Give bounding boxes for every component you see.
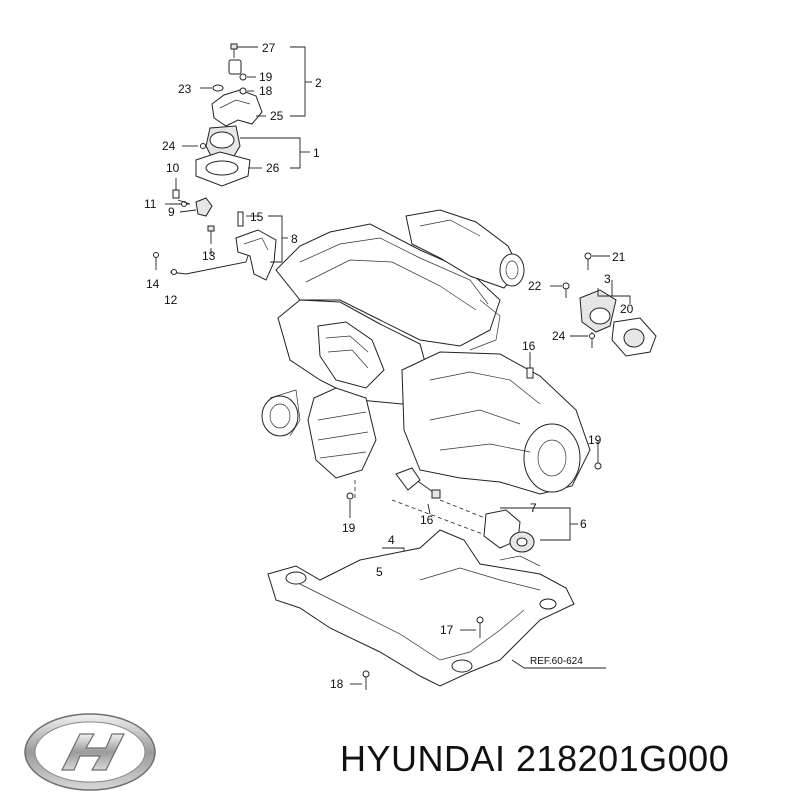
callout-20: 20 — [620, 302, 634, 316]
reference-label: REF.60-624 — [530, 656, 583, 667]
left-mount-assembly — [153, 178, 288, 281]
callout-24-top: 24 — [162, 139, 176, 153]
callout-22: 22 — [528, 279, 542, 293]
callout-18-bottom: 18 — [330, 677, 344, 691]
engine-block — [261, 209, 591, 495]
callout-1: 1 — [313, 146, 320, 160]
upper-mount-assembly — [182, 43, 312, 187]
callout-19-top: 19 — [259, 70, 273, 84]
part-number-caption: HYUNDAI 218201G000 — [340, 738, 730, 779]
callout-23: 23 — [178, 82, 192, 96]
callout-11: 11 — [144, 197, 157, 211]
washer-23 — [212, 84, 224, 92]
callout-7: 7 — [530, 501, 537, 515]
cap-part — [228, 59, 242, 75]
subframe — [267, 529, 606, 690]
callout-labels: 27 2 23 19 18 25 24 1 26 10 11 9 15 8 13… — [144, 41, 634, 691]
callout-9: 9 — [168, 205, 175, 219]
callout-5: 5 — [376, 565, 383, 579]
callout-13: 13 — [202, 249, 216, 263]
callout-8: 8 — [291, 232, 298, 246]
bracket-25 — [211, 89, 263, 127]
callout-16-bottom: 16 — [420, 513, 434, 527]
bracket-9 — [195, 197, 213, 217]
callout-25: 25 — [270, 109, 284, 123]
callout-3: 3 — [604, 272, 611, 286]
bracket-8 — [235, 229, 277, 281]
callout-18-top: 18 — [259, 84, 273, 98]
callout-17: 17 — [440, 623, 454, 637]
callout-12: 12 — [164, 293, 178, 307]
right-mount-assembly — [550, 252, 657, 357]
hyundai-logo — [24, 713, 156, 791]
callout-2: 2 — [315, 76, 322, 90]
callout-6: 6 — [580, 517, 587, 531]
callout-10: 10 — [166, 161, 180, 175]
callout-14: 14 — [146, 277, 160, 291]
callout-19-bottom: 19 — [342, 521, 356, 535]
callout-4: 4 — [388, 533, 395, 547]
callout-19-right: 19 — [588, 433, 602, 447]
callout-24-right: 24 — [552, 329, 566, 343]
callout-16-top: 16 — [522, 339, 536, 353]
callout-15: 15 — [250, 210, 264, 224]
bolt-27 — [230, 43, 238, 58]
callout-26: 26 — [266, 161, 280, 175]
callout-21: 21 — [612, 250, 626, 264]
callout-27: 27 — [262, 41, 276, 55]
